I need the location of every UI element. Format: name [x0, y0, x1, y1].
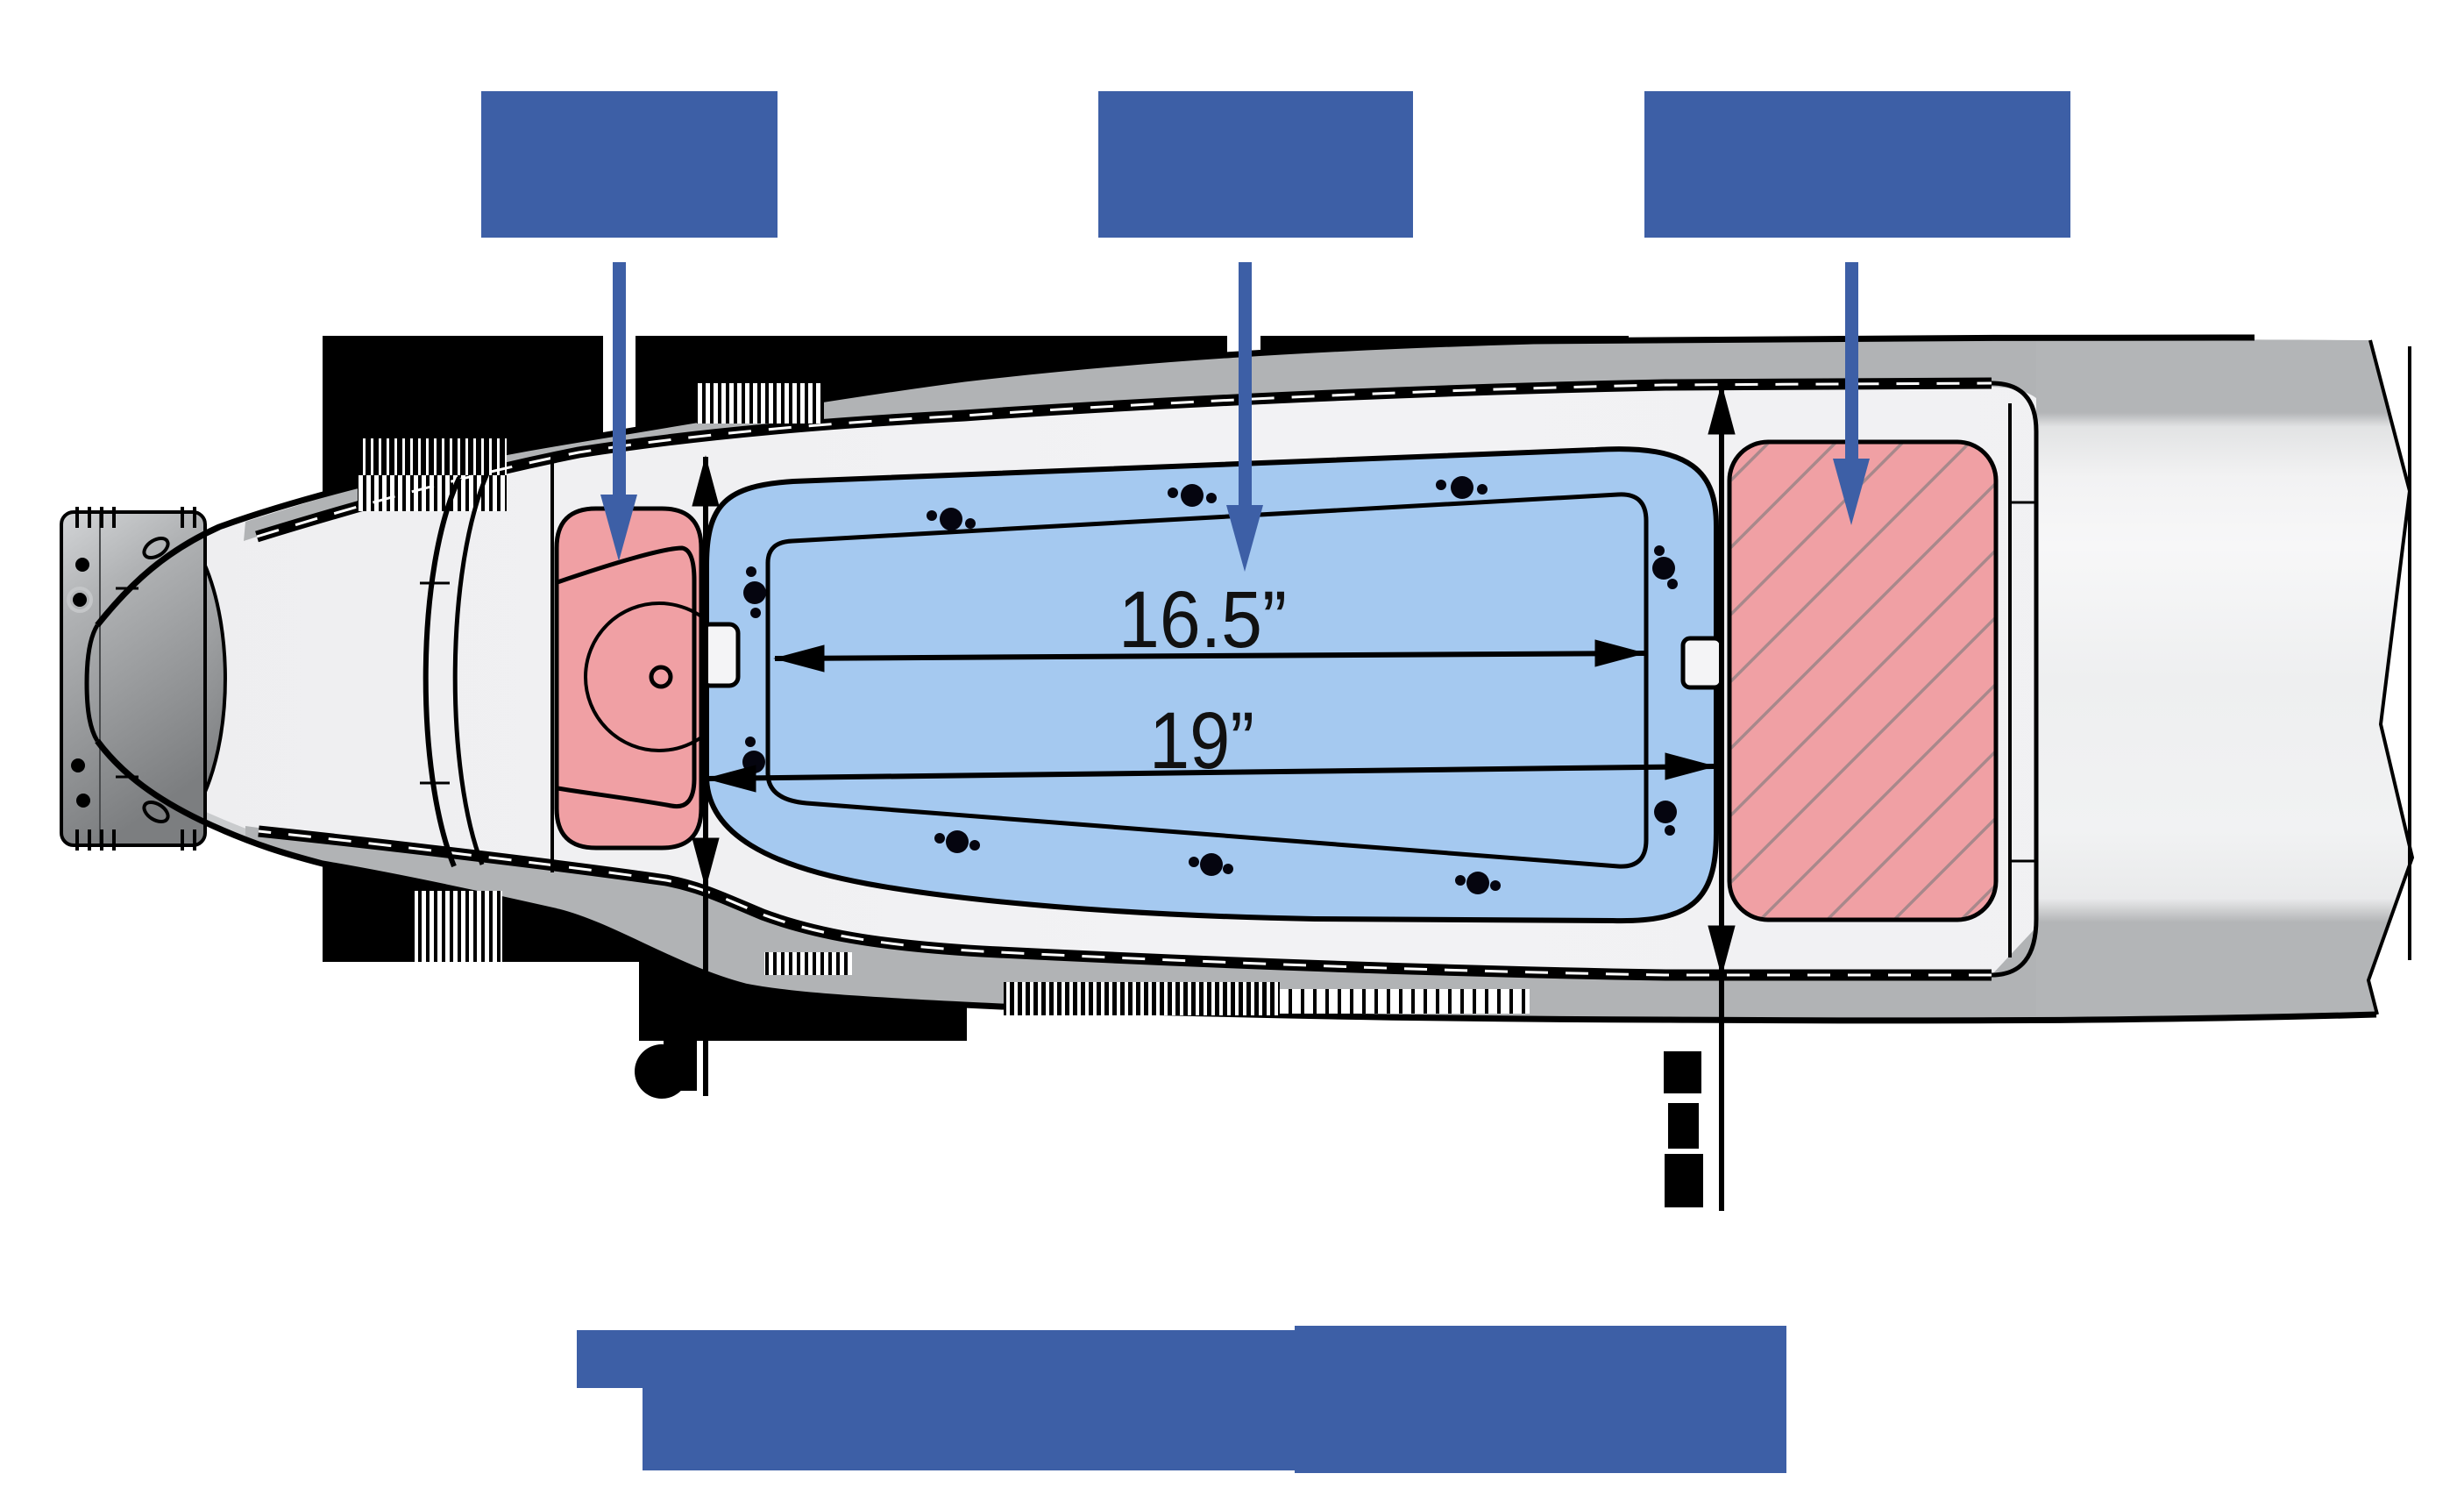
svg-text:19”: 19” — [1149, 696, 1254, 786]
svg-text:16.5”: 16.5” — [1118, 575, 1287, 665]
